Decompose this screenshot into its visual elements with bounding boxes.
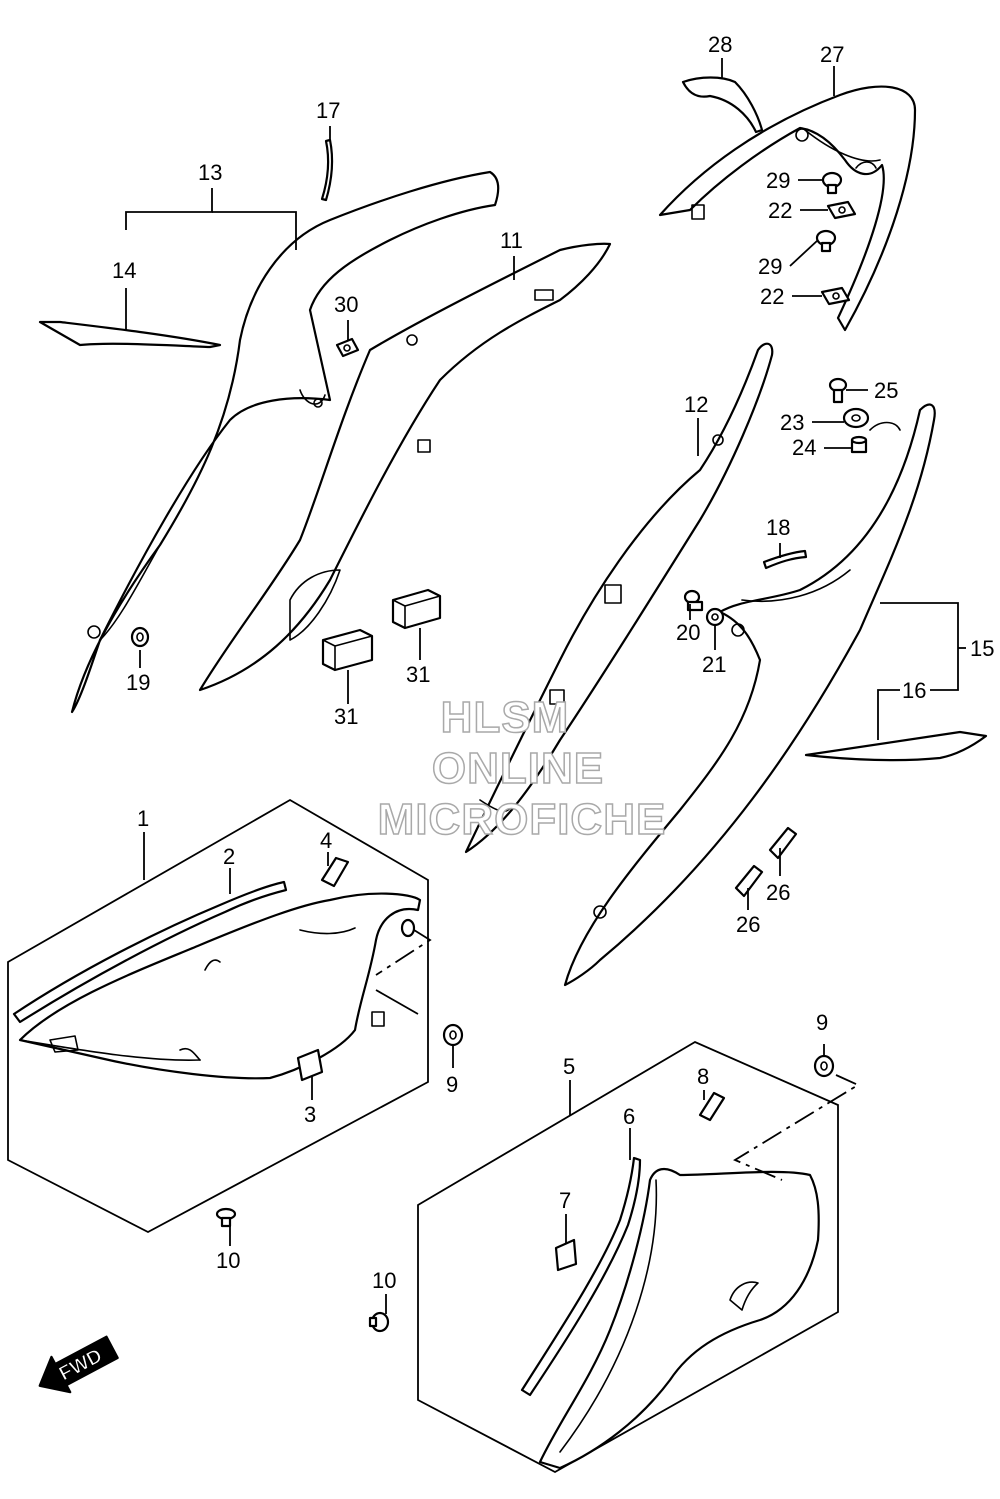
callout-23: 23: [780, 410, 804, 435]
part-16-emblem[interactable]: [804, 730, 988, 762]
callout-22a: 22: [768, 198, 792, 223]
part-25-screw[interactable]: [828, 377, 848, 404]
callout-5: 5: [563, 1054, 575, 1079]
part-10-fastener-b[interactable]: [368, 1311, 390, 1333]
callout-22b: 22: [760, 284, 784, 309]
part-9-grommet-a[interactable]: [442, 1023, 464, 1047]
callout-8: 8: [697, 1064, 709, 1089]
part-3-label[interactable]: [296, 1048, 324, 1082]
callout-4: 4: [320, 828, 332, 853]
part-15-frame-cover-right[interactable]: [563, 403, 936, 987]
callout-7: 7: [559, 1188, 571, 1213]
part-27-tail-cowl[interactable]: [658, 85, 917, 332]
callout-18: 18: [766, 515, 790, 540]
part-14-emblem[interactable]: [38, 320, 222, 349]
callout-10a: 10: [216, 1248, 240, 1273]
callout-3: 3: [304, 1102, 316, 1127]
watermark: HLSM ONLINE MICROFICHE: [377, 692, 667, 845]
part-29-screw-b[interactable]: [815, 229, 837, 253]
part-23-washer[interactable]: [842, 407, 870, 429]
callout-15: 15: [970, 636, 994, 661]
callout-31a: 31: [334, 704, 358, 729]
part-6-trim-strip[interactable]: [520, 1156, 642, 1397]
part-20-bolt[interactable]: [683, 589, 704, 612]
watermark-line-2: ONLINE: [432, 744, 604, 793]
assembly-lines: [375, 929, 860, 1181]
callout-30: 30: [334, 292, 358, 317]
callout-31b: 31: [406, 662, 430, 687]
watermark-line-3: MICROFICHE: [378, 795, 667, 844]
part-10-fastener-a[interactable]: [215, 1207, 237, 1228]
callout-27: 27: [820, 42, 844, 67]
callout-26a: 26: [736, 912, 760, 937]
part-26-pad-a[interactable]: [768, 826, 798, 860]
part-21-collar[interactable]: [705, 607, 725, 627]
kit-box-5: [417, 1040, 839, 1474]
callout-17: 17: [316, 98, 340, 123]
callout-11: 11: [500, 228, 523, 253]
callout-6: 6: [623, 1104, 635, 1129]
callout-24: 24: [792, 435, 816, 460]
callout-9a: 9: [446, 1072, 458, 1097]
part-4-label[interactable]: [320, 856, 350, 888]
part-31-pad-b[interactable]: [391, 588, 442, 630]
part-29-screw-a[interactable]: [821, 171, 843, 195]
callout-20: 20: [676, 620, 700, 645]
part-18-strip[interactable]: [762, 549, 808, 570]
part-8-label[interactable]: [698, 1091, 726, 1122]
callout-12: 12: [684, 392, 708, 417]
callout-26b: 26: [766, 880, 790, 905]
callout-25: 25: [874, 378, 898, 403]
callout-2: 2: [223, 844, 235, 869]
callout-19: 19: [126, 670, 150, 695]
part-28-rear-cover[interactable]: [681, 76, 764, 134]
part-7-label[interactable]: [554, 1238, 578, 1272]
watermark-line-1: HLSM: [441, 693, 570, 742]
fwd-arrow-icon: FWD: [38, 1335, 119, 1394]
callout-labels: 28 27 29 22 29 22 17 13 14 11 30 25 23 2…: [112, 32, 994, 1293]
part-24-collar[interactable]: [850, 435, 868, 454]
part-12-inner-frame-right[interactable]: [464, 342, 774, 854]
part-19-grommet[interactable]: [130, 626, 150, 648]
part-11-inner-frame-cover[interactable]: [198, 242, 612, 692]
callout-10b: 10: [372, 1268, 396, 1293]
callout-29b: 29: [758, 254, 782, 279]
callout-29a: 29: [766, 168, 790, 193]
callout-28: 28: [708, 32, 732, 57]
part-30-clip[interactable]: [335, 337, 360, 358]
callout-9b: 9: [816, 1010, 828, 1035]
part-22-nut-a[interactable]: [826, 200, 857, 220]
callout-14: 14: [112, 258, 136, 283]
callout-1: 1: [137, 806, 149, 831]
callout-13: 13: [198, 160, 222, 185]
leader-lines: [125, 58, 966, 1314]
part-22-nut-b[interactable]: [820, 286, 851, 306]
part-2-trim-strip[interactable]: [12, 880, 288, 1024]
part-1-side-cover-left[interactable]: [18, 892, 422, 1080]
callout-16: 16: [902, 678, 926, 703]
part-9-grommet-b[interactable]: [813, 1054, 835, 1078]
kit-box-1: [7, 798, 429, 1234]
part-17-strip[interactable]: [320, 138, 334, 202]
part-26-pad-b[interactable]: [734, 864, 764, 898]
part-13-frame-cover-left[interactable]: [70, 170, 500, 714]
part-5-side-cover-right[interactable]: [538, 1167, 820, 1470]
part-31-pad-a[interactable]: [321, 628, 374, 672]
callout-21: 21: [702, 652, 726, 677]
